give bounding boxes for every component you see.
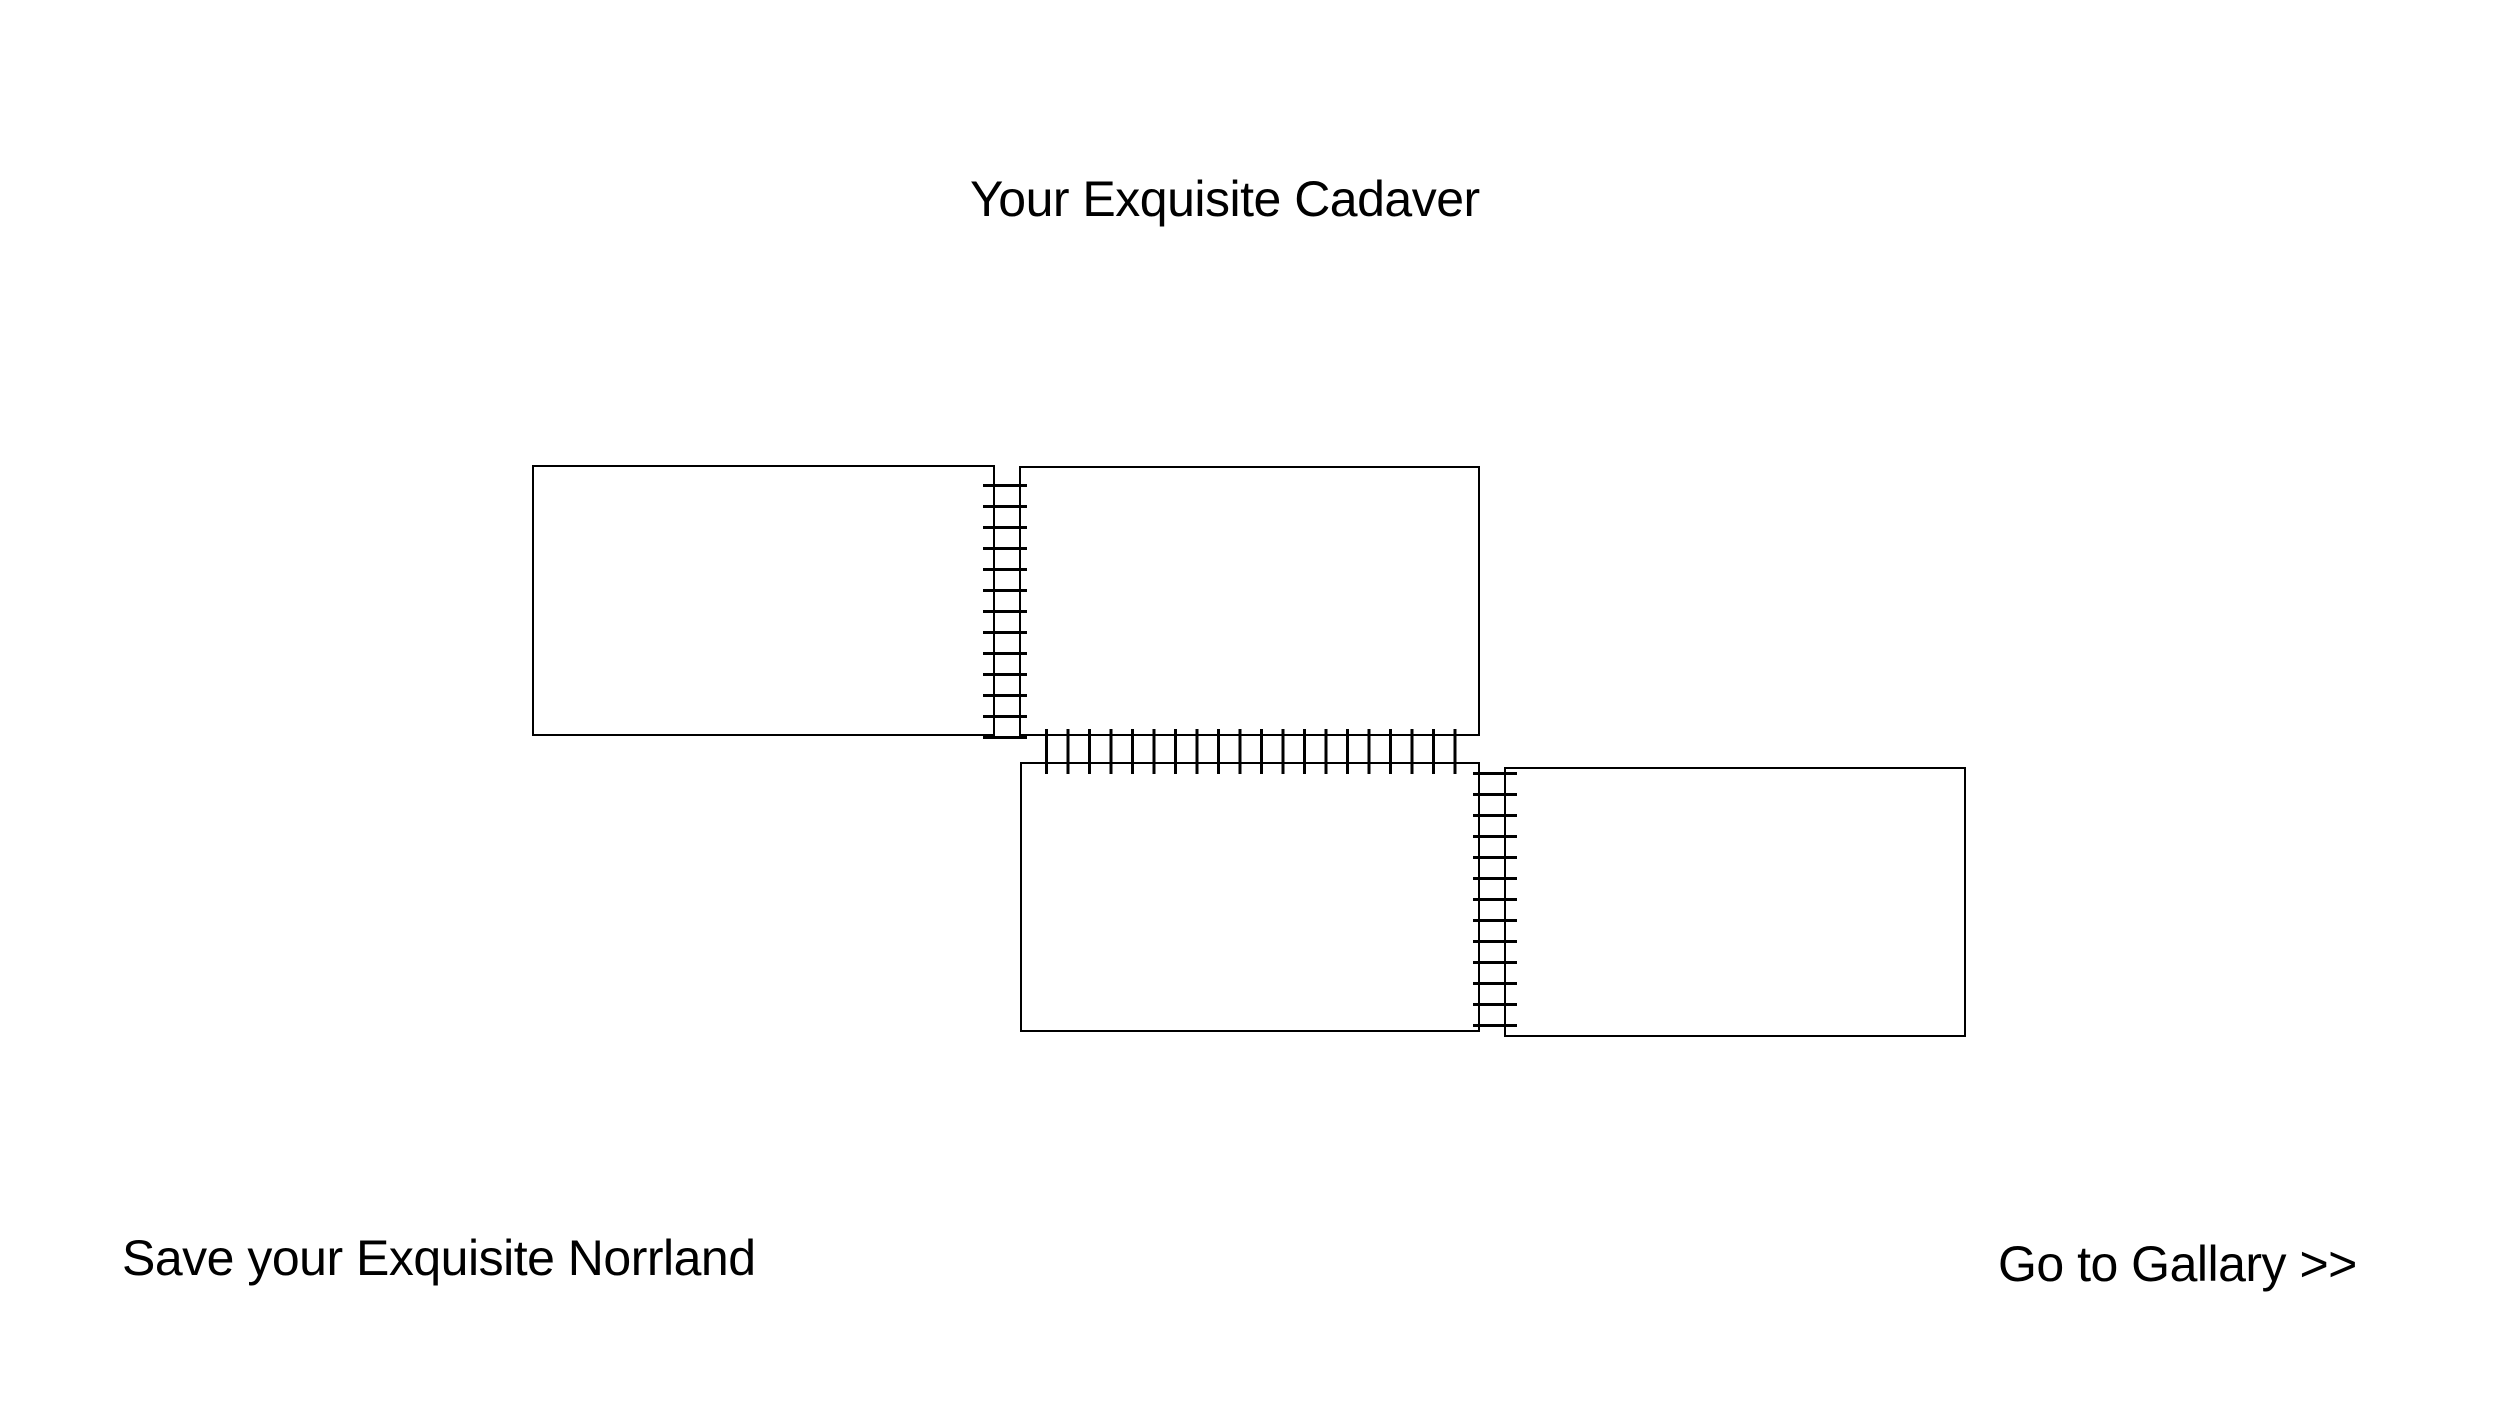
cadaver-panel-bottom-right[interactable] — [1504, 767, 1966, 1037]
save-button[interactable]: Save your Exquisite Norrland — [122, 1230, 756, 1286]
cadaver-panel-bottom-center[interactable] — [1020, 762, 1480, 1032]
go-to-gallery-link[interactable]: Go to Gallary >> — [1998, 1236, 2357, 1292]
cadaver-panel-top-center[interactable] — [1019, 466, 1480, 736]
page-title: Your Exquisite Cadaver — [970, 171, 1480, 227]
cadaver-panel-top-left[interactable] — [532, 465, 995, 736]
